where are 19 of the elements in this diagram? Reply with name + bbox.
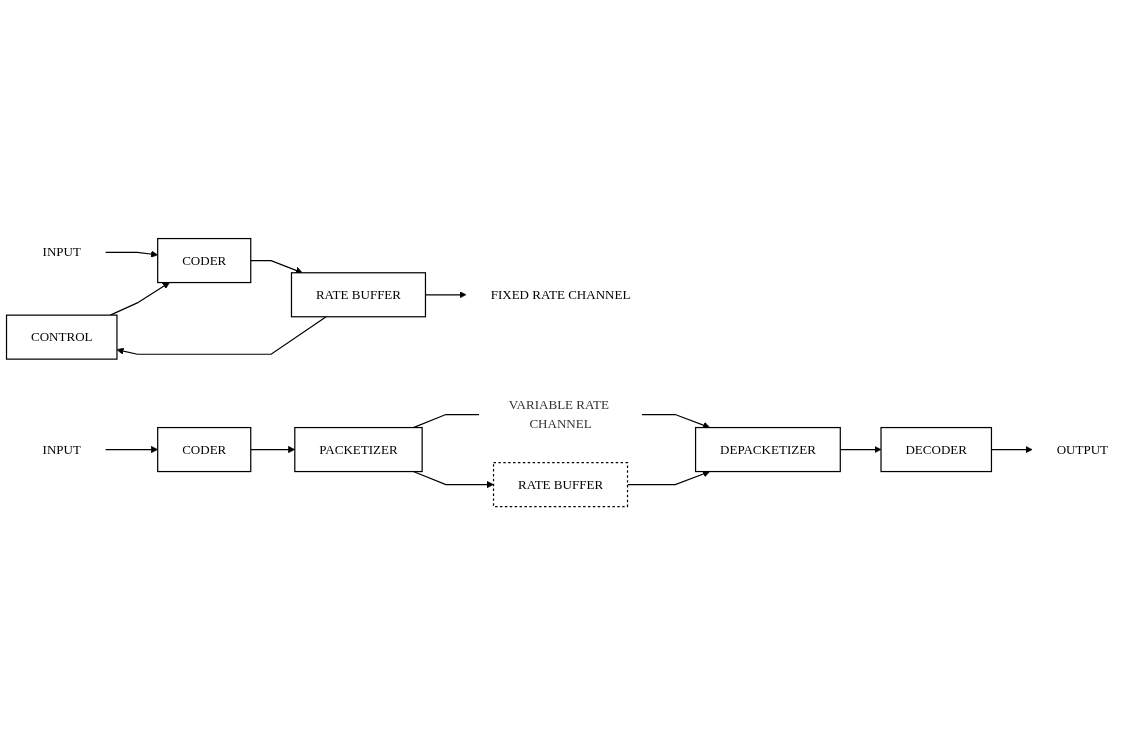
node-text: OUTPUT (1056, 442, 1109, 457)
node-box: DECODER (880, 426, 993, 473)
node-box: CONTROL (5, 314, 118, 360)
node-text: INPUT (42, 245, 81, 259)
arrow (250, 259, 303, 274)
edge-label: VARIABLE RATE CHANNEL (508, 397, 609, 431)
node-box: RATE BUFFER (290, 272, 427, 318)
node-box: CODER (157, 237, 252, 284)
arrow (104, 250, 158, 258)
node-box: PACKETIZER (294, 426, 423, 473)
arrow (109, 282, 170, 316)
arrow (116, 316, 327, 355)
node-text: INPUT (42, 442, 81, 457)
node-box: RATE BUFFER (492, 461, 629, 508)
node-text: FIXED RATE CHANNEL (490, 287, 631, 302)
arrow (412, 470, 494, 489)
node-box: DEPACKETIZER (694, 426, 841, 473)
node-box: CODER (157, 426, 252, 473)
arrow (104, 445, 158, 454)
